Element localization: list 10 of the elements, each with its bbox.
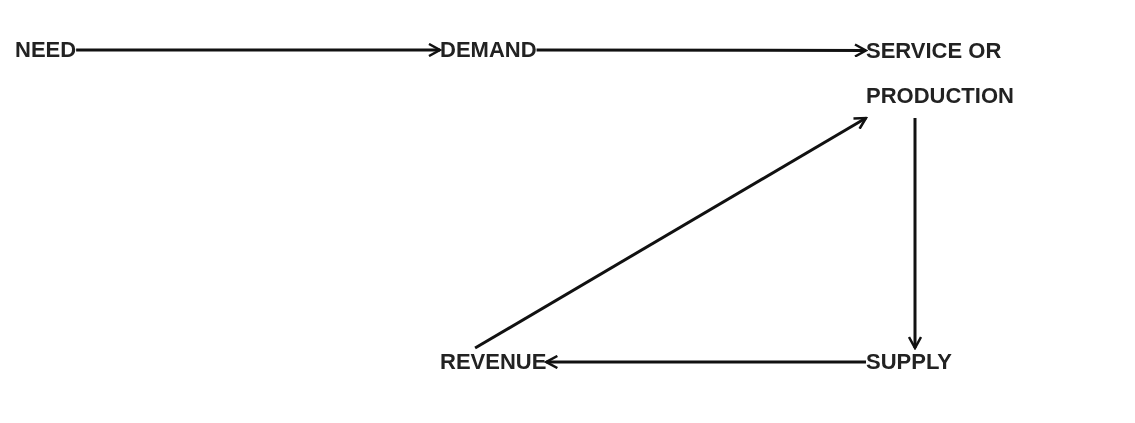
flow-label: SERVICE OR PRODUCTION [866,28,1041,118]
flow-label: NEED [15,36,77,64]
flow-label: REVENUE [440,348,547,376]
arrow [474,116,868,350]
arrow [76,42,442,58]
arrow [545,354,866,370]
flow-label: DEMAND [440,36,537,64]
arrow [907,118,923,350]
arrow [536,43,868,58]
flow-label: SUPPLY [866,348,952,376]
